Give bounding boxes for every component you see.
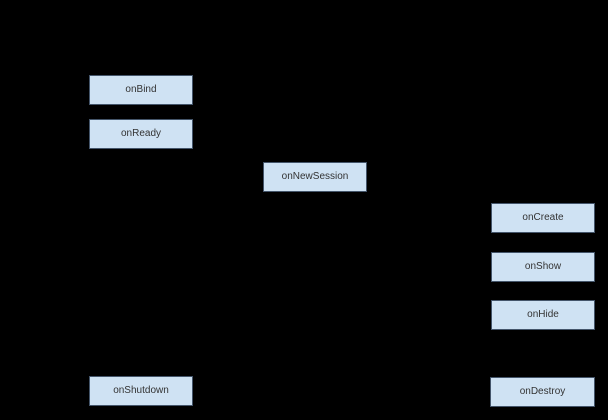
node-onnewsession: onNewSession bbox=[263, 162, 367, 192]
node-ondestroy: onDestroy bbox=[490, 377, 595, 407]
node-onbind: onBind bbox=[89, 75, 193, 105]
node-onready-label: onReady bbox=[120, 128, 162, 139]
node-onbind-label: onBind bbox=[125, 84, 157, 95]
node-oncreate: onCreate bbox=[491, 203, 595, 233]
node-oncreate-label: onCreate bbox=[522, 212, 564, 223]
node-onshow-label: onShow bbox=[524, 261, 562, 272]
node-ondestroy-label: onDestroy bbox=[519, 386, 566, 397]
node-onshow: onShow bbox=[491, 252, 595, 282]
node-onready: onReady bbox=[89, 119, 193, 149]
node-onhide: onHide bbox=[491, 300, 595, 330]
node-onshutdown-label: onShutdown bbox=[113, 385, 169, 396]
node-onnewsession-label: onNewSession bbox=[281, 171, 349, 182]
node-onhide-label: onHide bbox=[527, 309, 559, 320]
node-onshutdown: onShutdown bbox=[89, 376, 193, 406]
